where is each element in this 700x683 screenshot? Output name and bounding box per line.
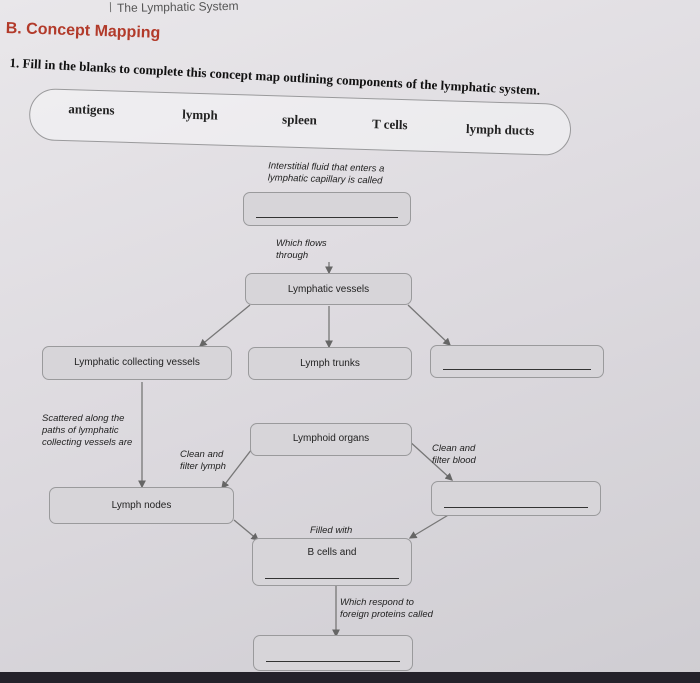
blank-box-lymph-ducts: [430, 345, 604, 378]
arrow-organs-to-blank: [407, 439, 453, 481]
box-label: Lymph nodes: [111, 500, 172, 511]
note-scattered: Scattered along the paths of lymphatic c…: [42, 413, 133, 448]
box-lymph-nodes: Lymph nodes: [49, 487, 234, 524]
arrow-nodes-to-bcells: [233, 519, 259, 541]
blank-box-spleen: [431, 481, 601, 516]
box-label: Lymphatic vessels: [287, 284, 370, 295]
box-label: Lymphatic collecting vessels: [74, 357, 200, 368]
answer-blank-line[interactable]: [256, 217, 398, 218]
box-label: Lymphoid organs: [292, 433, 370, 444]
arrow-blank-to-bcells: [408, 513, 451, 539]
note-which-flows: Which flows through: [276, 238, 327, 261]
blank-box-antigens: [253, 635, 413, 671]
box-lymphoid-organs: Lymphoid organs: [250, 423, 412, 456]
arrow-organs-to-nodes: [221, 444, 256, 490]
note-filled-with: Filled with: [310, 525, 353, 536]
box-label: B cells and: [307, 547, 357, 558]
arrow-to-right-blank: [407, 304, 451, 346]
answer-blank-line[interactable]: [266, 661, 400, 662]
desk-edge: [0, 672, 700, 683]
box-label: Lymph trunks: [300, 358, 360, 369]
answer-blank-line[interactable]: [443, 369, 591, 370]
box-collecting-vessels: Lymphatic collecting vessels: [42, 346, 232, 380]
box-b-cells: B cells and: [252, 538, 412, 586]
answer-blank-line[interactable]: [265, 578, 399, 579]
box-lymph-trunks: Lymph trunks: [248, 347, 412, 380]
box-lymphatic-vessels: Lymphatic vessels: [245, 273, 412, 305]
note-clean-blood: Clean and filter blood: [432, 443, 476, 466]
arrow-to-collecting-vessels: [198, 304, 251, 347]
note-interstitial-fluid: Interstitial fluid that enters a lymphat…: [267, 160, 385, 187]
blank-box-lymph: [243, 192, 411, 226]
note-which-respond: Which respond to foreign proteins called: [340, 597, 433, 620]
answer-blank-line[interactable]: [444, 507, 588, 508]
note-clean-lymph: Clean and filter lymph: [180, 449, 226, 472]
